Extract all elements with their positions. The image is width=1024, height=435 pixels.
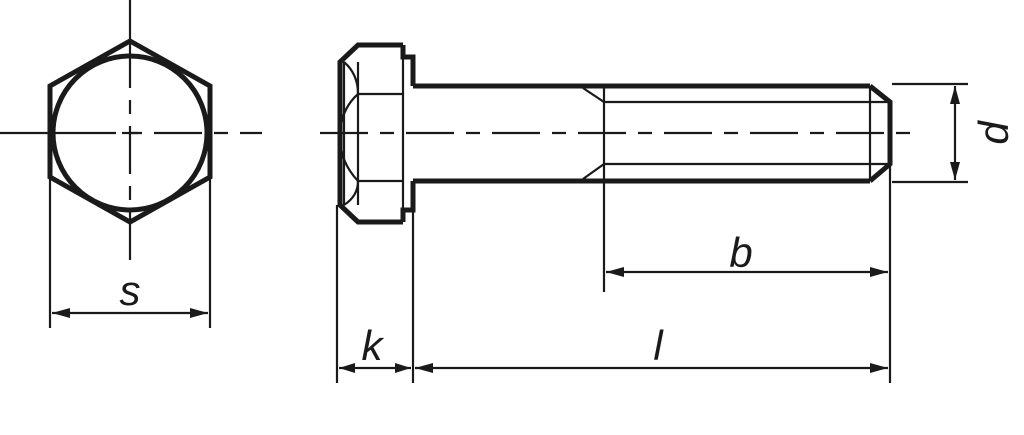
l-label: l (653, 322, 664, 369)
hexagon-outline (47, 38, 213, 225)
arrow-head-icon (415, 363, 433, 373)
arrow-head-icon (950, 86, 960, 104)
thread-runout-top (582, 87, 605, 103)
chamfer-arc-bottom (343, 180, 360, 206)
s-label: s (120, 267, 141, 314)
collar-bottom (400, 181, 416, 222)
chamfer-arc-top (343, 61, 360, 95)
arrow-head-icon (395, 363, 411, 373)
arrow-head-icon (339, 363, 355, 373)
chamfer-arc-middle (338, 93, 359, 182)
b-label: b (729, 229, 752, 276)
arrow-head-icon (870, 363, 888, 373)
arrow-head-icon (950, 162, 960, 180)
side-view: d b k l (320, 42, 1017, 383)
thread-runout-bottom (582, 163, 605, 180)
d-label: d (970, 120, 1017, 145)
end-view: s (0, 0, 262, 328)
collar-top (400, 45, 416, 86)
bearing-circle (50, 53, 210, 213)
k-label: k (362, 322, 385, 369)
arrow-head-icon (870, 267, 888, 277)
arrow-head-icon (606, 267, 624, 277)
arrow-head-icon (52, 308, 70, 318)
arrow-head-icon (190, 308, 208, 318)
end-chamfer (868, 84, 893, 183)
